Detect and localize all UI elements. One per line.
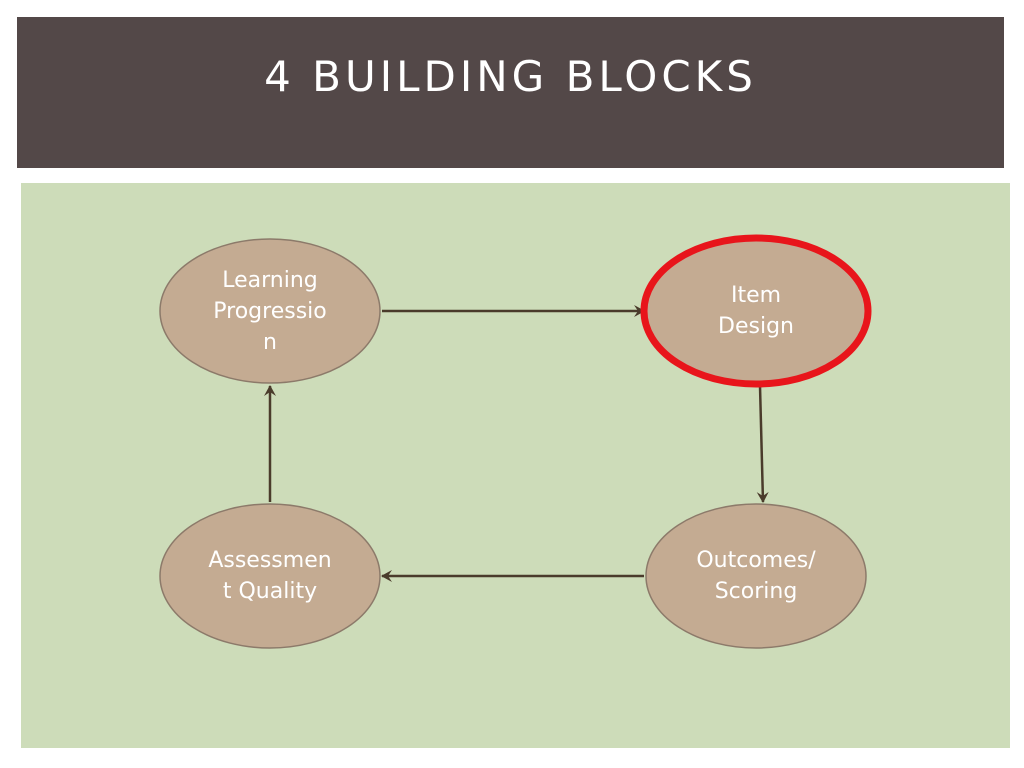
node-item-design <box>640 234 872 388</box>
node-label-line: Design <box>718 314 794 339</box>
arrow-item_design-to-outcomes_scoring <box>756 385 769 503</box>
node-label-line: Assessmen <box>208 548 332 573</box>
node-learning-progression <box>159 238 381 384</box>
node-label-line: Progressio <box>213 298 327 324</box>
node-label-line: n <box>263 329 277 355</box>
node-label-outcomes-scoring: Outcomes/Scoring <box>666 545 846 607</box>
slide-title: 4 BUILDING BLOCKS <box>264 52 757 101</box>
node-label-line: Scoring <box>714 579 798 604</box>
title-bar: 4 BUILDING BLOCKS <box>17 17 1004 168</box>
node-label-line: Item <box>730 283 782 308</box>
node-label-assessment-quality: Assessmen t Quality <box>180 545 360 607</box>
node-label-line: t Quality <box>222 579 318 604</box>
node-assessment-quality <box>159 503 381 649</box>
node-outcomes-scoring <box>645 503 867 649</box>
node-label-line: Learning <box>222 267 318 293</box>
node-label-line: Outcomes/ <box>696 548 816 573</box>
